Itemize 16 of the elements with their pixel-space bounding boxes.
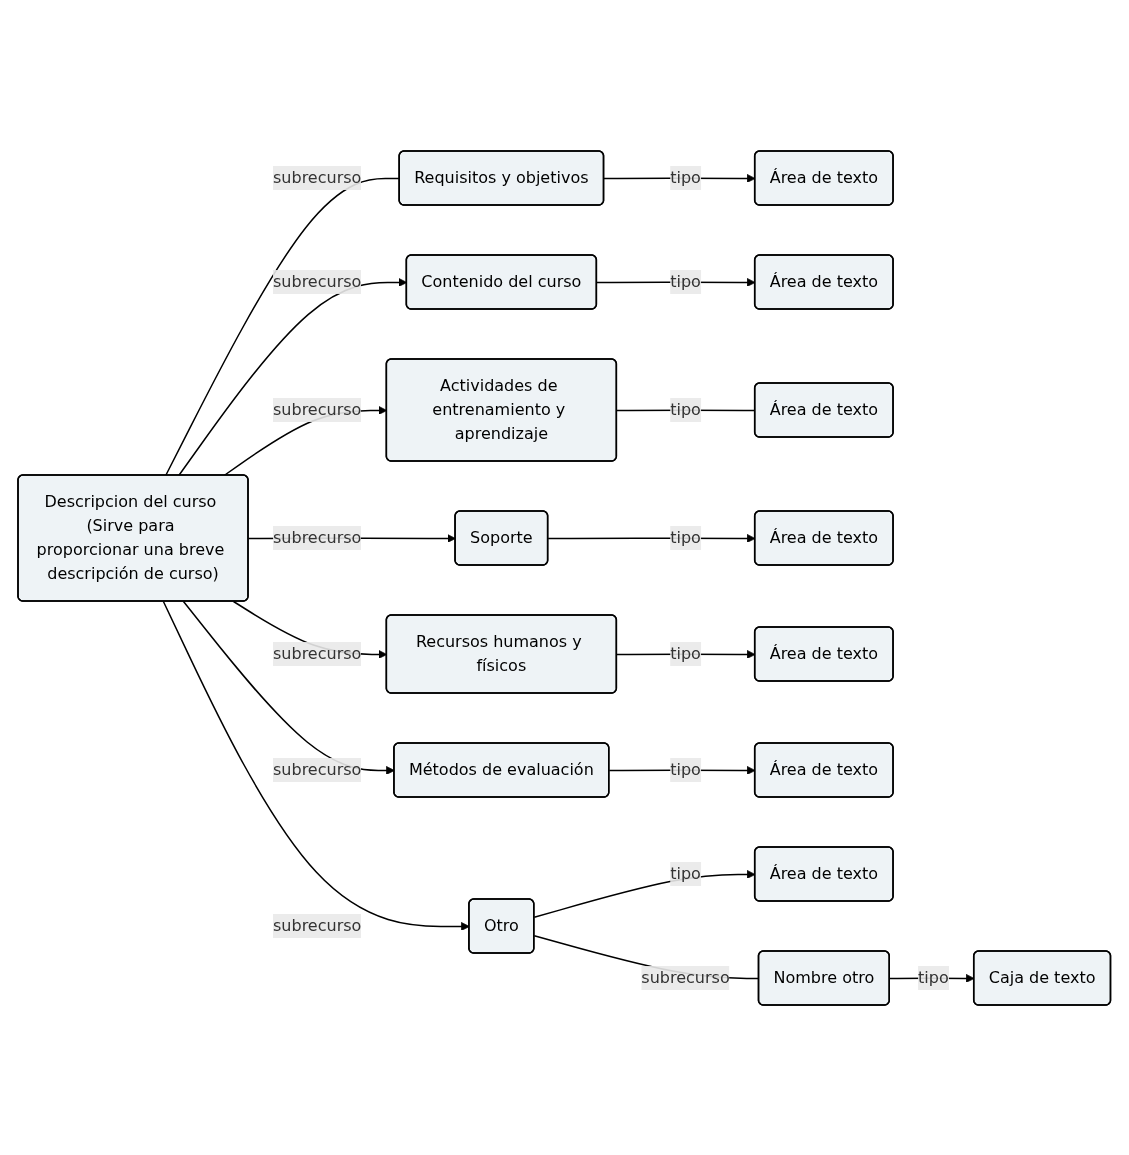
edge-label: subrecurso <box>641 967 730 987</box>
edge-label: subrecurso <box>273 527 362 547</box>
edge-label: tipo <box>670 271 702 291</box>
edge-label: subrecurso <box>273 399 362 419</box>
edge-label: subrecurso <box>273 915 362 935</box>
edge-label: subrecurso <box>273 759 362 779</box>
edge-label: tipo <box>670 167 702 187</box>
edge-label: tipo <box>670 399 702 419</box>
edge-label: tipo <box>918 967 949 987</box>
edge-label: tipo <box>670 643 702 663</box>
edge-label: tipo <box>670 527 702 547</box>
edge-label: tipo <box>670 863 702 883</box>
edge-label: tipo <box>670 759 702 779</box>
edge-label: subrecurso <box>273 271 362 291</box>
edge-label: subrecurso <box>273 643 362 663</box>
edge-label: subrecurso <box>273 167 362 187</box>
